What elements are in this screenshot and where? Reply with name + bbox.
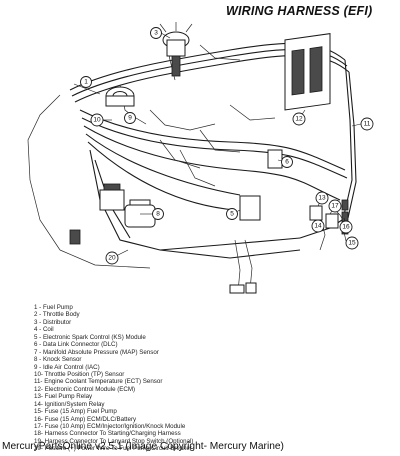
callout-5: 5 (226, 208, 238, 220)
legend-item: 20- Positive (+) Power Wire To Fuel Pump… (34, 445, 192, 453)
legend-item: 10- Throttle Position (TP) Sensor (34, 370, 125, 378)
legend-item: 9 - Idle Air Control (IAC) (34, 363, 100, 371)
throttle-body (105, 86, 135, 107)
callout-8: 8 (152, 208, 164, 220)
legend-item: 14- Ignition/System Relay (34, 400, 105, 408)
callout-6: 6 (281, 156, 293, 168)
svg-text:10: 10 (93, 117, 101, 124)
legend-item: 19- Harness Connector To Lanyard Stop Sw… (34, 437, 194, 445)
page-title: WIRING HARNESS (EFI) (226, 4, 373, 18)
callout-12: 12 (292, 112, 306, 126)
copyright-footer: MercuryPartsOnline v2.5.1 (Image Copyrig… (2, 441, 284, 452)
coil (99, 183, 125, 211)
svg-text:16: 16 (342, 224, 350, 231)
ecm-module (284, 33, 331, 111)
svg-text:12: 12 (295, 116, 303, 123)
callout-15: 15 (345, 236, 359, 250)
callout-20: 20 (105, 251, 119, 265)
harness-connectors (69, 229, 257, 294)
parts-legend: 1 - Fuel Pump 2 - Throttle Body 3 - Dist… (34, 304, 394, 453)
svg-text:3: 3 (154, 30, 158, 37)
svg-text:9: 9 (128, 115, 132, 122)
svg-text:8: 8 (156, 211, 160, 218)
callout-14: 14 (311, 219, 325, 233)
legend-item: 4 - Coil (34, 326, 54, 334)
legend-item: 1 - Fuel Pump (34, 304, 73, 311)
legend-item: 5 - Electronic Spark Control (KS) Module (34, 333, 146, 341)
legend-item: 12- Electronic Control Module (ECM) (34, 385, 136, 393)
legend-item: 8 - Knock Sensor (34, 356, 82, 364)
svg-text:20: 20 (108, 255, 116, 262)
ks-module-dlc (239, 149, 283, 221)
svg-text:11: 11 (364, 121, 371, 128)
svg-text:15: 15 (348, 240, 356, 247)
callout-3: 3 (150, 27, 162, 39)
callout-17: 17 (328, 199, 342, 213)
legend-item: 13- Fuel Pump Relay (34, 393, 93, 401)
legend-item: 16- Fuse (15 Amp) ECM/DLC/Battery (34, 415, 137, 423)
legend-item: 7 - Manifold Absolute Pressure (MAP) Sen… (34, 348, 159, 356)
legend-item: 2 - Throttle Body (34, 311, 80, 319)
svg-text:14: 14 (314, 223, 322, 230)
svg-text:1: 1 (84, 79, 88, 86)
callout-11: 11 (360, 117, 374, 131)
fuel-pump (124, 199, 156, 228)
legend-item: 6 - Data Link Connector (DLC) (34, 341, 118, 349)
callout-16: 16 (339, 220, 353, 234)
callout-13: 13 (315, 191, 329, 205)
legend-item: 15- Fuse (15 Amp) Fuel Pump (34, 408, 117, 416)
callout-9: 9 (124, 112, 136, 124)
wiring-harness-diagram: 3 1 10 9 8 5 6 12 11 13 17 14 (27, 22, 374, 294)
legend-item: 17- Fuse (10 Amp) ECM/Injector/Ignition/… (34, 423, 186, 430)
svg-text:17: 17 (331, 203, 339, 210)
legend-item: 3 - Distributor (34, 318, 72, 326)
callout-1: 1 (80, 76, 92, 88)
distributor (159, 22, 193, 77)
legend-item: 11- Engine Coolant Temperature (ECT) Sen… (34, 378, 163, 386)
svg-text:6: 6 (285, 159, 289, 166)
callout-10: 10 (90, 113, 104, 127)
svg-text:13: 13 (318, 195, 326, 202)
legend-item: 18- Harness Connector To Starting/Chargi… (34, 430, 181, 438)
svg-text:5: 5 (230, 211, 234, 218)
